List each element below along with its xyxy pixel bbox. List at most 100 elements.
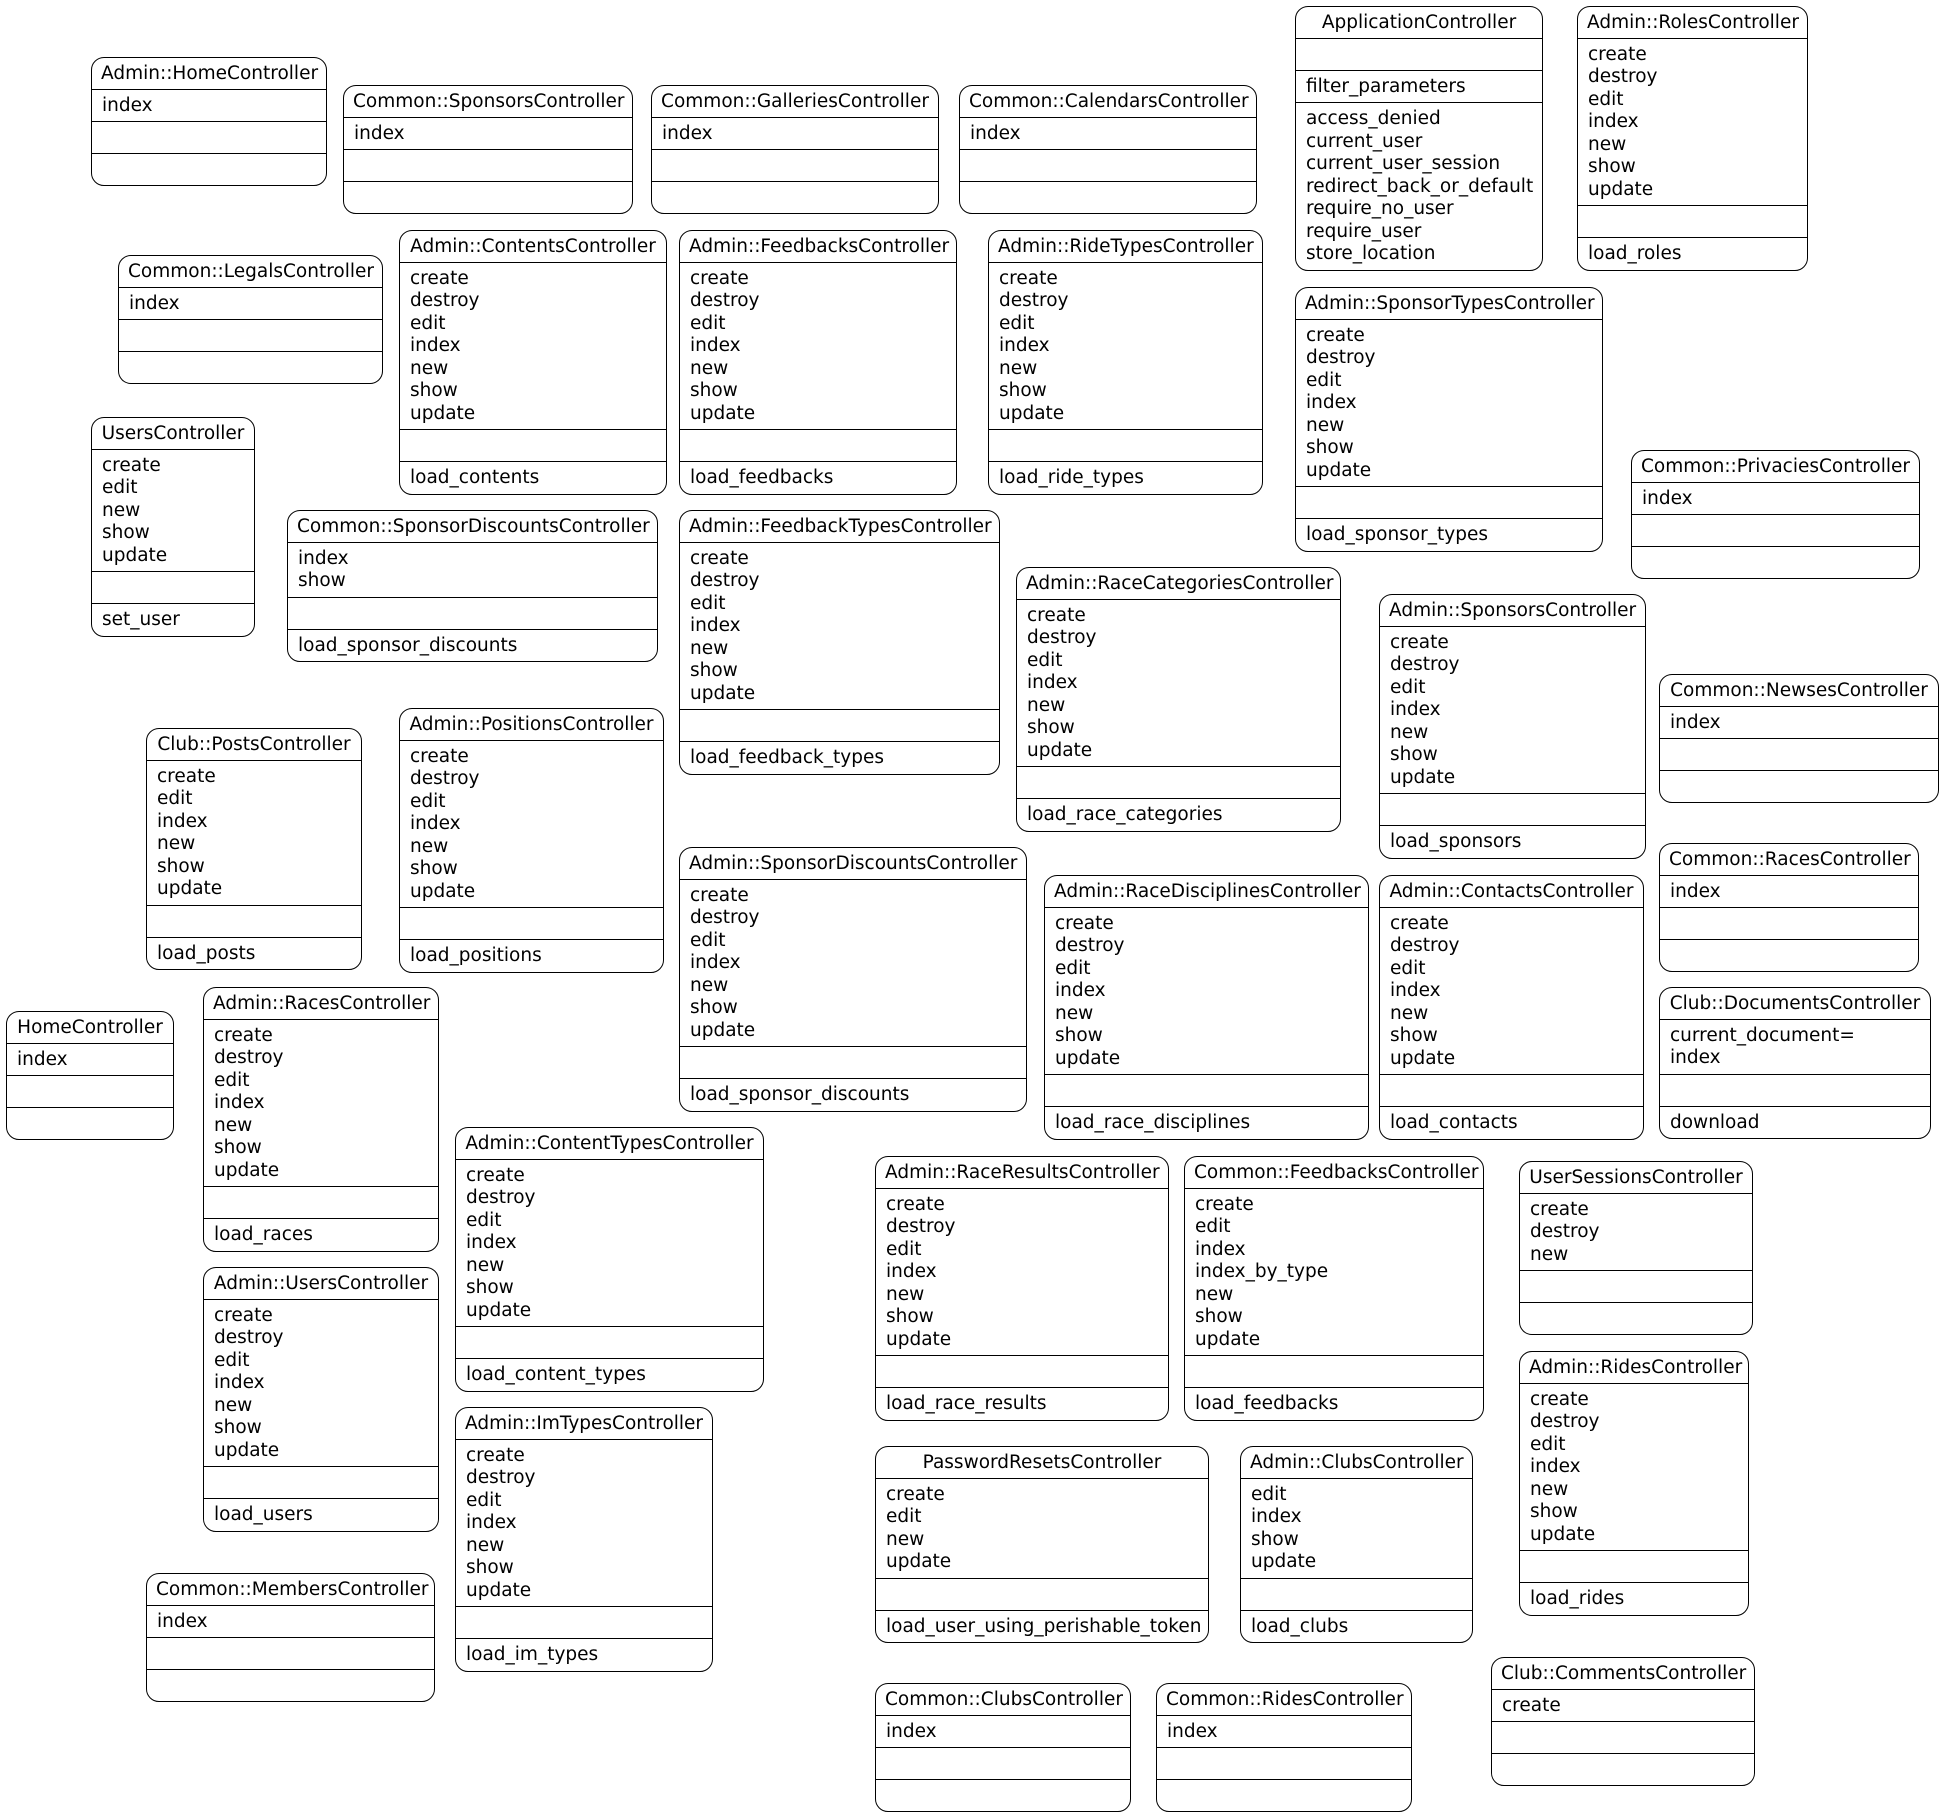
private-section (1492, 1753, 1754, 1785)
operations-section (876, 1747, 1130, 1779)
private-section: load_ride_types (989, 461, 1262, 494)
method-name: edit (690, 929, 726, 951)
class-name: Admin::ClubsController (1250, 1452, 1464, 1473)
private-section: load_contacts (1380, 1106, 1643, 1139)
method-name: show (1390, 744, 1438, 765)
method-name: edit (886, 1238, 922, 1260)
private-section: load_im_types (456, 1638, 712, 1671)
method-name: new (1027, 694, 1066, 716)
method-name: load_ride_types (999, 467, 1144, 488)
operations-section (400, 429, 666, 461)
method-name: index (214, 1372, 265, 1393)
class-name: Admin::ContentsController (410, 236, 656, 257)
private-section: load_race_categories (1017, 798, 1340, 831)
method-name: load_feedback_types (690, 747, 884, 768)
class-name: UserSessionsController (1529, 1167, 1743, 1188)
private-section (7, 1107, 173, 1139)
private-section: load_sponsors (1380, 825, 1645, 858)
method-name: redirect_back_or_default (1306, 175, 1534, 197)
method-name: edit (1390, 957, 1426, 979)
method-name: update (1588, 178, 1654, 200)
method-name: index (102, 94, 153, 116)
method-name: index (1390, 980, 1441, 1001)
operations-section (1157, 1747, 1411, 1779)
method-name: new (466, 1534, 505, 1556)
method-name: show (1390, 1025, 1438, 1046)
method-name: update (1306, 459, 1372, 481)
method-name: new (410, 835, 449, 857)
method-name: destroy (1055, 935, 1125, 956)
method-name: create (886, 1193, 945, 1215)
class-name: Common::SponsorDiscountsController (297, 516, 650, 537)
method-name: update (1530, 1523, 1596, 1545)
private-section (1660, 770, 1938, 802)
method-name: create (1390, 631, 1449, 653)
method-name: index (214, 1092, 265, 1113)
method-name: require_user (1306, 220, 1422, 242)
method-name: current_user (1306, 130, 1423, 152)
method-name: update (214, 1159, 280, 1181)
method-name: destroy (886, 1216, 956, 1237)
class-name: Club::PostsController (157, 734, 351, 755)
method-name: edit (690, 312, 726, 334)
method-name: edit (157, 788, 193, 809)
method-name: edit (1390, 676, 1426, 698)
class-name: PasswordResetsController (922, 1452, 1162, 1473)
method-name: current_document= (1670, 1024, 1855, 1046)
method-name: destroy (1390, 935, 1460, 956)
attributes-section: index (344, 116, 632, 150)
class-name: Common::CalendarsController (969, 91, 1249, 112)
method-name: destroy (1530, 1411, 1600, 1432)
method-name: new (1306, 414, 1345, 436)
method-name: current_user_session (1306, 153, 1501, 174)
operations-section (1632, 514, 1919, 546)
method-name: index (1588, 111, 1639, 132)
operations-section (1578, 205, 1807, 237)
method-name: update (157, 878, 223, 899)
attributes-section: index (119, 286, 382, 320)
method-name: load_race_categories (1027, 804, 1223, 825)
method-name: destroy (466, 1467, 536, 1488)
class-name: Admin::RolesController (1587, 12, 1799, 33)
class-name: Admin::RaceDisciplinesController (1054, 881, 1361, 902)
operations-section (1241, 1577, 1472, 1610)
method-name: load_sponsor_discounts (690, 1084, 910, 1105)
class-name: Common::LegalsController (128, 261, 375, 282)
method-name: create (214, 1304, 273, 1326)
private-section: load_feedback_types (680, 741, 999, 774)
method-name: edit (466, 1489, 502, 1511)
private-section (344, 181, 632, 213)
method-name: update (1390, 766, 1456, 788)
private-section (147, 1669, 434, 1701)
class-name: Common::PrivaciesController (1641, 456, 1910, 477)
method-name: create (1530, 1388, 1589, 1410)
method-name: destroy (1306, 347, 1376, 368)
class-name: UsersController (101, 423, 245, 444)
method-name: load_sponsor_discounts (298, 634, 518, 656)
private-section: load_positions (400, 939, 663, 972)
operations-section (1660, 738, 1938, 770)
method-name: access_denied (1306, 108, 1441, 129)
private-section: load_rides (1520, 1582, 1748, 1615)
method-name: update (690, 1019, 756, 1041)
operations-section (680, 429, 956, 461)
operations-section (1660, 1073, 1930, 1106)
method-name: destroy (690, 570, 760, 591)
method-name: create (690, 267, 749, 289)
private-section: load_race_results (876, 1387, 1168, 1420)
